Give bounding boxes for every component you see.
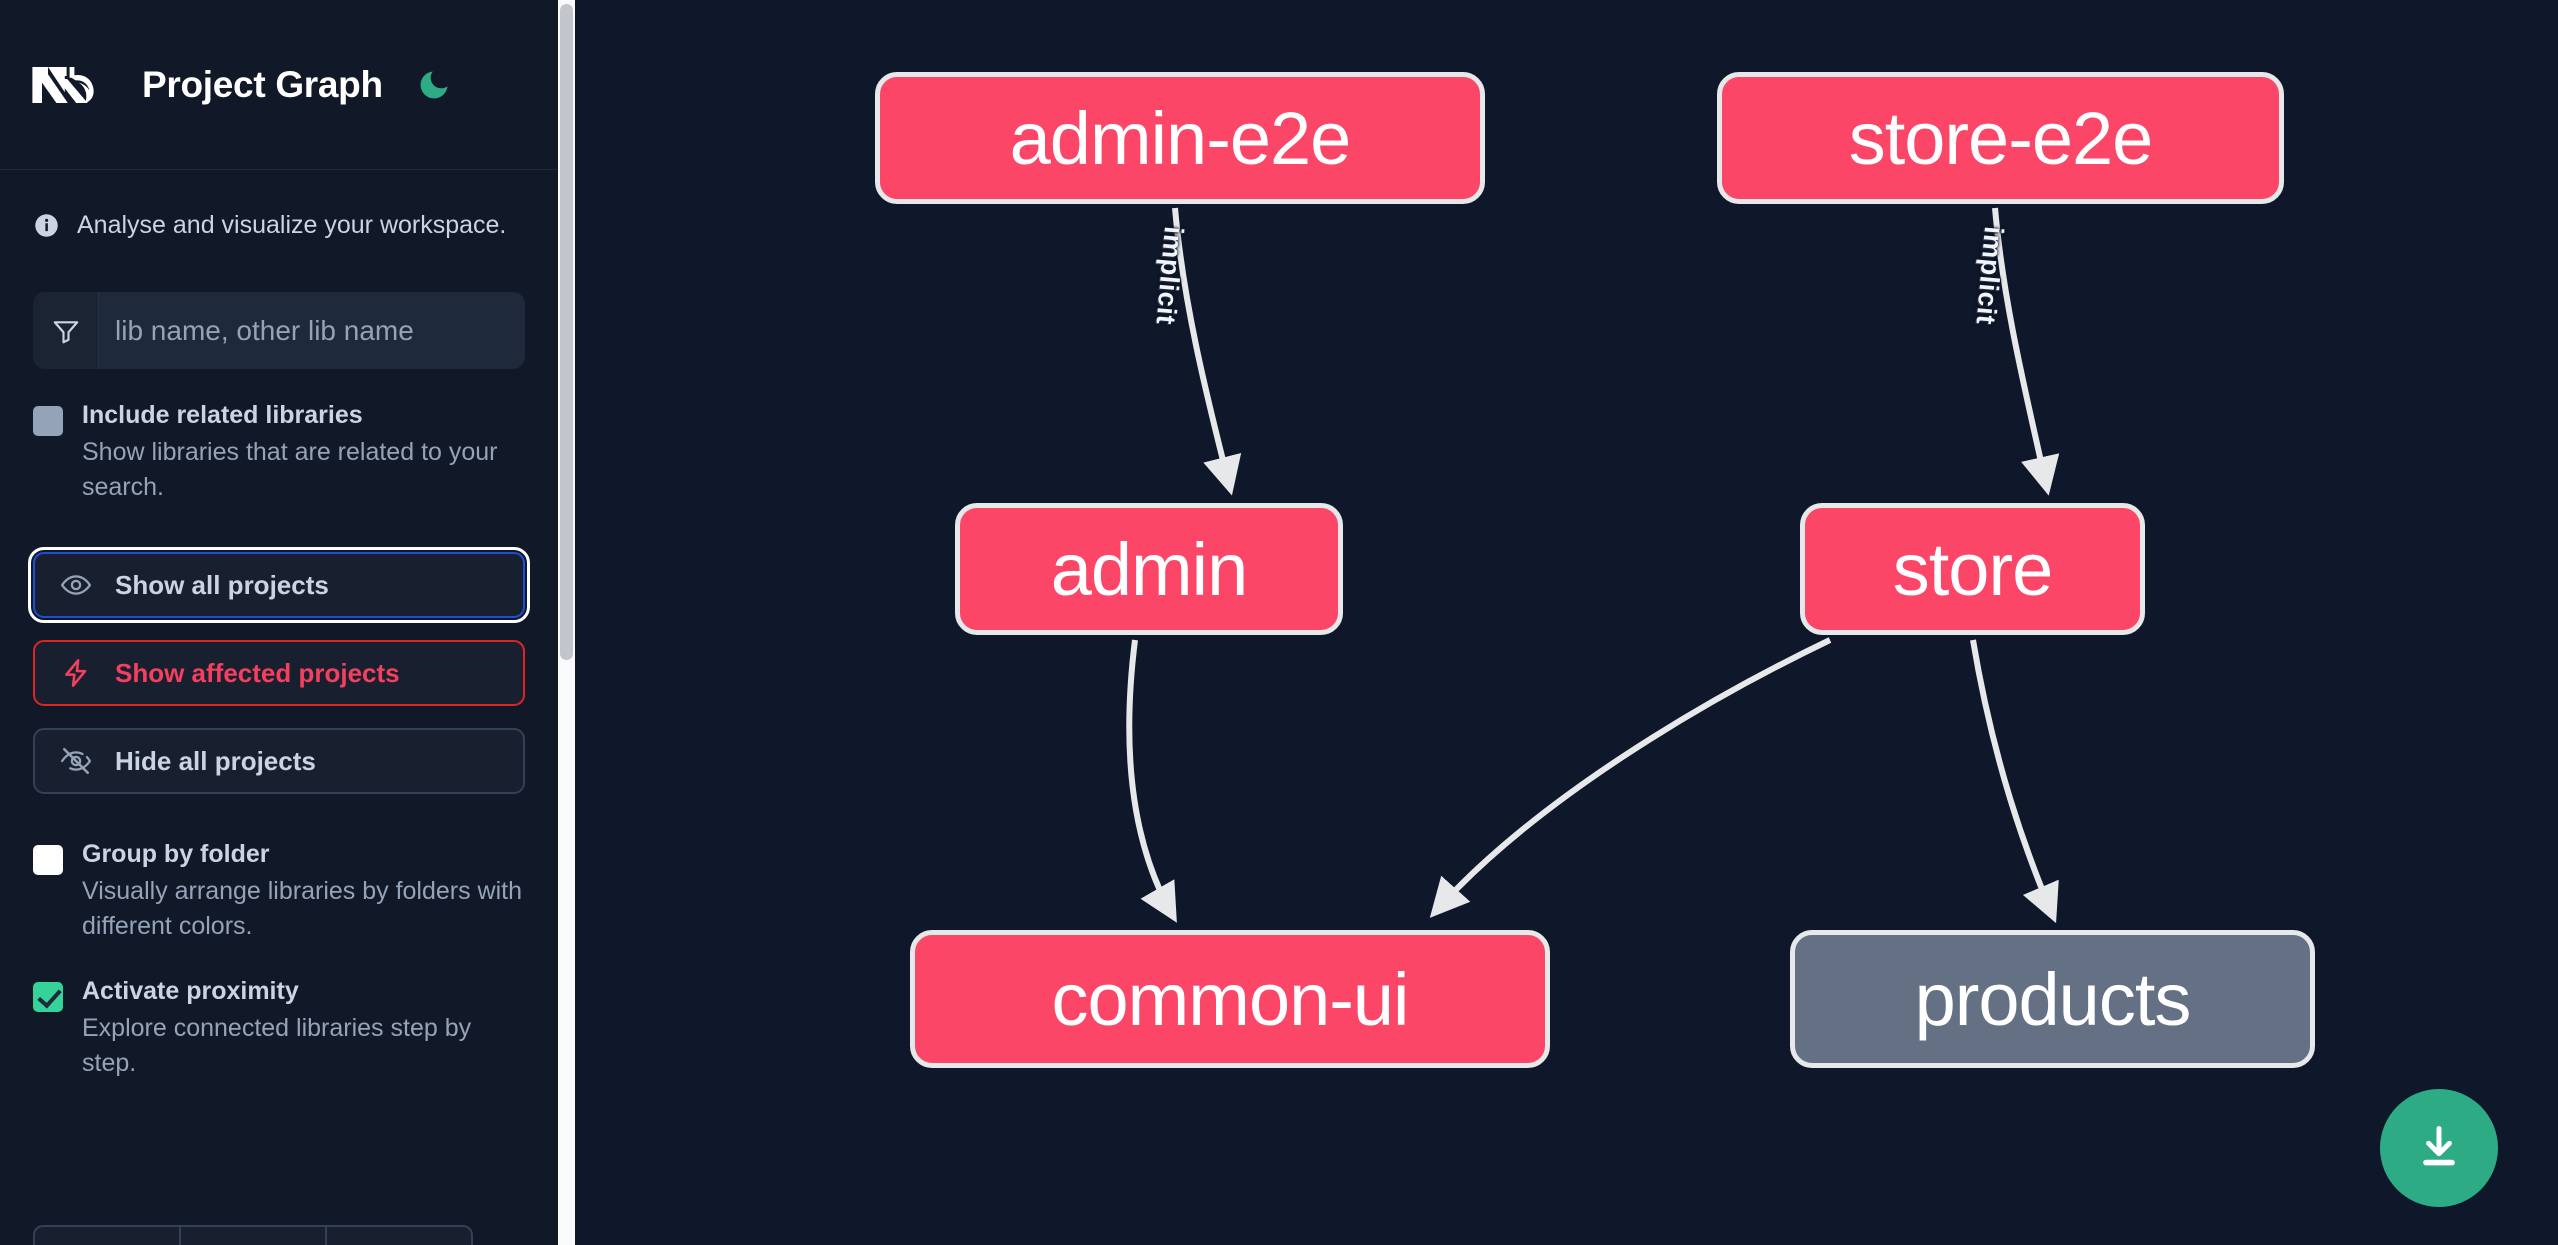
include-related-libraries-checkbox[interactable]: [33, 406, 63, 436]
include-related-libraries-label: Include related libraries: [82, 401, 363, 429]
graph-node-store-e2e[interactable]: store-e2e: [1717, 72, 2284, 204]
sidebar-header: Project Graph: [0, 0, 558, 170]
graph-canvas[interactable]: admin-e2e store-e2e admin store common-u…: [575, 0, 2558, 1245]
activate-proximity-description: Explore connected libraries step by step…: [82, 1013, 472, 1078]
graph-node-common-ui[interactable]: common-ui: [910, 930, 1550, 1068]
sidebar-body: Analyse and visualize your workspace. In…: [0, 200, 558, 1082]
edge-admin-to-common-ui: [1126, 639, 1177, 923]
edge-admin-e2e-to-admin: [1172, 207, 1242, 496]
activate-proximity-label: Activate proximity: [82, 977, 299, 1005]
graph-edges: [1126, 207, 2060, 924]
hide-all-projects-label: Hide all projects: [115, 745, 316, 776]
analyse-text: Analyse and visualize your workspace.: [77, 210, 507, 239]
graph-node-label: common-ui: [1051, 957, 1410, 1041]
download-graph-button[interactable]: [2380, 1089, 2498, 1207]
info-icon: [33, 212, 60, 239]
edge-store-to-common-ui: [1429, 637, 1832, 918]
graph-node-label: admin: [1050, 527, 1249, 611]
sidebar-content: Project Graph Analy: [0, 0, 558, 1245]
checkbox-activate-proximity[interactable]: Activate proximity Explore connected lib…: [33, 975, 525, 1082]
graph-node-admin-e2e[interactable]: admin-e2e: [875, 72, 1485, 204]
include-related-libraries-description: Show libraries that are related to your …: [82, 437, 498, 502]
proximity-step-value[interactable]: [179, 1225, 327, 1245]
checkbox-include-related-libraries[interactable]: Include related libraries Show libraries…: [33, 399, 525, 506]
hide-all-projects-button[interactable]: Hide all projects: [33, 728, 525, 794]
group-by-folder-label: Group by folder: [82, 840, 270, 868]
edge-store-to-products: [1970, 639, 2059, 924]
graph-node-admin[interactable]: admin: [955, 503, 1343, 635]
graph-node-label: store-e2e: [1848, 96, 2154, 180]
projects-button-group: Show all projects Show affected projects: [28, 547, 530, 794]
sidebar-scrollbar-thumb[interactable]: [560, 4, 573, 660]
download-icon: [2413, 1121, 2465, 1176]
checkbox-group-by-folder[interactable]: Group by folder Visually arrange librari…: [33, 838, 525, 945]
group-by-folder-description: Visually arrange libraries by folders wi…: [82, 876, 523, 941]
eye-off-icon: [59, 744, 93, 778]
filter-box[interactable]: [33, 292, 525, 369]
show-all-projects-button[interactable]: Show all projects: [28, 547, 530, 623]
eye-icon: [59, 568, 93, 602]
group-by-folder-checkbox[interactable]: [33, 845, 63, 875]
moon-icon[interactable]: [413, 64, 455, 106]
sidebar-scrollbar[interactable]: [558, 0, 575, 1245]
filter-funnel-icon: [33, 292, 99, 369]
proximity-stepper-segmented-control[interactable]: [33, 1225, 473, 1245]
graph-node-products[interactable]: products: [1790, 930, 2315, 1068]
proximity-step-increase[interactable]: [327, 1225, 473, 1245]
edge-store-e2e-to-store: [1992, 207, 2060, 496]
graph-node-label: store: [1892, 527, 2054, 611]
proximity-step-decrease[interactable]: [33, 1225, 179, 1245]
show-affected-projects-label: Show affected projects: [115, 657, 400, 688]
search-input[interactable]: [99, 292, 525, 369]
graph-node-label: products: [1914, 957, 2192, 1041]
activate-proximity-checkbox[interactable]: [33, 982, 63, 1012]
app-title: Project Graph: [142, 63, 383, 105]
nx-logo-icon: [30, 61, 108, 109]
show-all-projects-label: Show all projects: [115, 569, 329, 600]
sidebar: Project Graph Analy: [0, 0, 575, 1245]
graph-node-label: admin-e2e: [1009, 96, 1352, 180]
graph-node-store[interactable]: store: [1800, 503, 2145, 635]
lightning-icon: [59, 656, 93, 690]
analyse-row: Analyse and visualize your workspace.: [33, 200, 525, 250]
show-affected-projects-button[interactable]: Show affected projects: [33, 640, 525, 706]
